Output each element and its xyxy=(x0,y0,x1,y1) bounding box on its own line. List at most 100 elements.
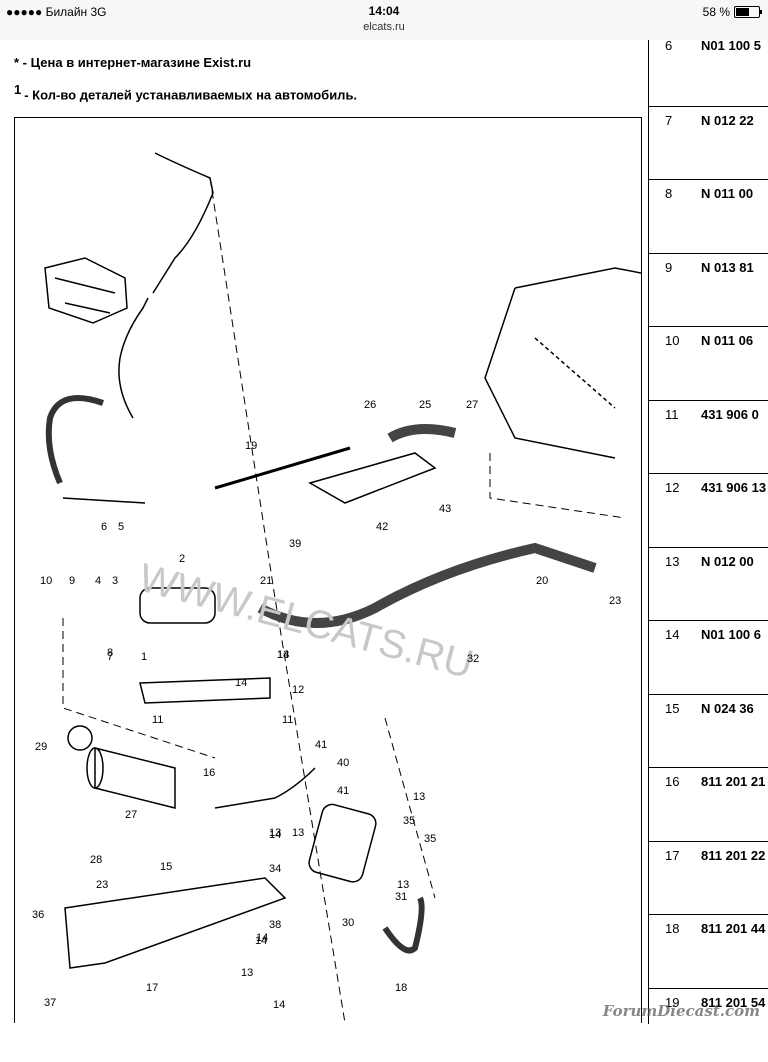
callout-13: 13 xyxy=(292,827,304,839)
part-code[interactable]: 811 201 44 xyxy=(701,921,765,936)
fuel-pipe-lower xyxy=(119,298,148,418)
row-number: 12 xyxy=(665,480,679,495)
quantity-note: 1- Кол-во деталей устанавливаемых на авт… xyxy=(14,82,357,102)
callout-9: 9 xyxy=(69,575,75,587)
part-code[interactable]: N01 100 6 xyxy=(701,627,761,642)
callout-13: 13 xyxy=(241,967,253,979)
battery-indicator: 58 % xyxy=(703,5,760,19)
callout-23: 23 xyxy=(96,879,108,891)
callout-14: 14 xyxy=(273,999,285,1011)
bracket-43 xyxy=(310,453,435,503)
callout-41: 41 xyxy=(337,785,349,797)
guide-line-tank xyxy=(490,453,625,518)
row-number: 7 xyxy=(665,113,672,128)
callout-3: 3 xyxy=(112,575,118,587)
row-number: 18 xyxy=(665,921,679,936)
table-row[interactable]: 7 N 012 22 xyxy=(649,106,768,181)
row-number: 17 xyxy=(665,848,679,863)
part-code[interactable]: N 011 06 xyxy=(701,333,753,348)
accumulator-28 xyxy=(95,748,175,808)
callout-30: 30 xyxy=(342,917,354,929)
callout-40: 40 xyxy=(337,757,349,769)
callout-51: 51 xyxy=(15,118,27,121)
table-row[interactable]: 9 N 013 81 xyxy=(649,253,768,328)
battery-percent: 58 % xyxy=(703,5,730,19)
pipe-17 xyxy=(215,768,315,808)
clock: 14:04 xyxy=(0,4,768,18)
hose-19 xyxy=(385,898,422,951)
callout-1: 1 xyxy=(141,651,147,663)
fuel-pump-31 xyxy=(307,802,378,884)
part-code[interactable]: N 012 22 xyxy=(701,113,754,128)
callout-35: 35 xyxy=(403,815,415,827)
callout-19: 19 xyxy=(245,440,257,452)
elcats-watermark: WWW.ELCATS.RU xyxy=(134,556,477,687)
callout-12: 12 xyxy=(292,684,304,696)
table-row[interactable]: 8 N 011 00 xyxy=(649,179,768,254)
table-row[interactable]: 12 431 906 13 xyxy=(649,473,768,548)
callout-31: 31 xyxy=(395,891,407,903)
part-code[interactable]: N 024 36 xyxy=(701,701,754,716)
row-number: 13 xyxy=(665,554,679,569)
part-code[interactable]: 431 906 13 xyxy=(701,480,766,495)
callout-36: 36 xyxy=(32,909,44,921)
callout-32: 32 xyxy=(467,653,479,665)
callout-2: 2 xyxy=(179,553,185,565)
callout-21: 21 xyxy=(260,575,272,587)
distributor-details xyxy=(55,278,115,313)
bracket-18 xyxy=(65,878,285,968)
battery-fill xyxy=(736,8,749,16)
part-code[interactable]: 811 201 22 xyxy=(701,848,765,863)
callout-11: 11 xyxy=(152,714,163,726)
hose-fitting xyxy=(63,498,145,503)
part-code[interactable]: N 011 00 xyxy=(701,186,753,201)
bracket-12 xyxy=(140,678,270,703)
callout-29: 29 xyxy=(35,741,47,753)
quantity-note-text: - Кол-во деталей устанавливаемых на авто… xyxy=(24,87,357,102)
row-number: 14 xyxy=(665,627,679,642)
price-note: * - Цена в интернет-магазине Exist.ru xyxy=(14,55,251,70)
callout-13: 13 xyxy=(397,879,409,891)
table-row[interactable]: 14 N01 100 6 xyxy=(649,620,768,695)
callout-34: 34 xyxy=(269,863,281,875)
table-row[interactable]: 10 N 011 06 xyxy=(649,326,768,401)
table-row[interactable]: 18 811 201 44 xyxy=(649,914,768,989)
part-code[interactable]: N01 100 5 xyxy=(701,38,761,53)
callout-4: 4 xyxy=(95,575,101,587)
callout-42: 42 xyxy=(376,521,388,533)
callout-27: 27 xyxy=(466,399,478,411)
table-row[interactable]: 6 N01 100 5 xyxy=(649,32,768,106)
callout-14: 14 xyxy=(269,829,281,841)
callout-15: 15 xyxy=(160,861,172,873)
row-number: 10 xyxy=(665,333,679,348)
callout-10: 10 xyxy=(40,575,52,587)
forum-watermark: ForumDiecast.com xyxy=(603,1002,760,1020)
braided-hose-left xyxy=(49,398,103,483)
fuel-distributor-body xyxy=(45,258,127,323)
hose-26 xyxy=(390,429,455,438)
row-number: 8 xyxy=(665,186,672,201)
table-row[interactable]: 15 N 024 36 xyxy=(649,694,768,769)
callout-41: 41 xyxy=(315,739,327,751)
pipe-20 xyxy=(215,448,350,488)
callout-13: 13 xyxy=(413,791,425,803)
row-number: 15 xyxy=(665,701,679,716)
table-row[interactable]: 17 811 201 22 xyxy=(649,841,768,916)
part-code[interactable]: N 012 00 xyxy=(701,554,754,569)
callout-6: 6 xyxy=(101,521,107,533)
table-row[interactable]: 13 N 012 00 xyxy=(649,547,768,622)
clamp-30 xyxy=(68,726,92,750)
part-code[interactable]: 431 906 0 xyxy=(701,407,759,422)
callout-20: 20 xyxy=(536,575,548,587)
part-code[interactable]: N 013 81 xyxy=(701,260,754,275)
row-number: 9 xyxy=(665,260,672,275)
row-number: 6 xyxy=(665,38,672,53)
part-code[interactable]: 811 201 21 xyxy=(701,774,765,789)
callout-39: 39 xyxy=(289,538,301,550)
battery-icon xyxy=(734,6,760,18)
